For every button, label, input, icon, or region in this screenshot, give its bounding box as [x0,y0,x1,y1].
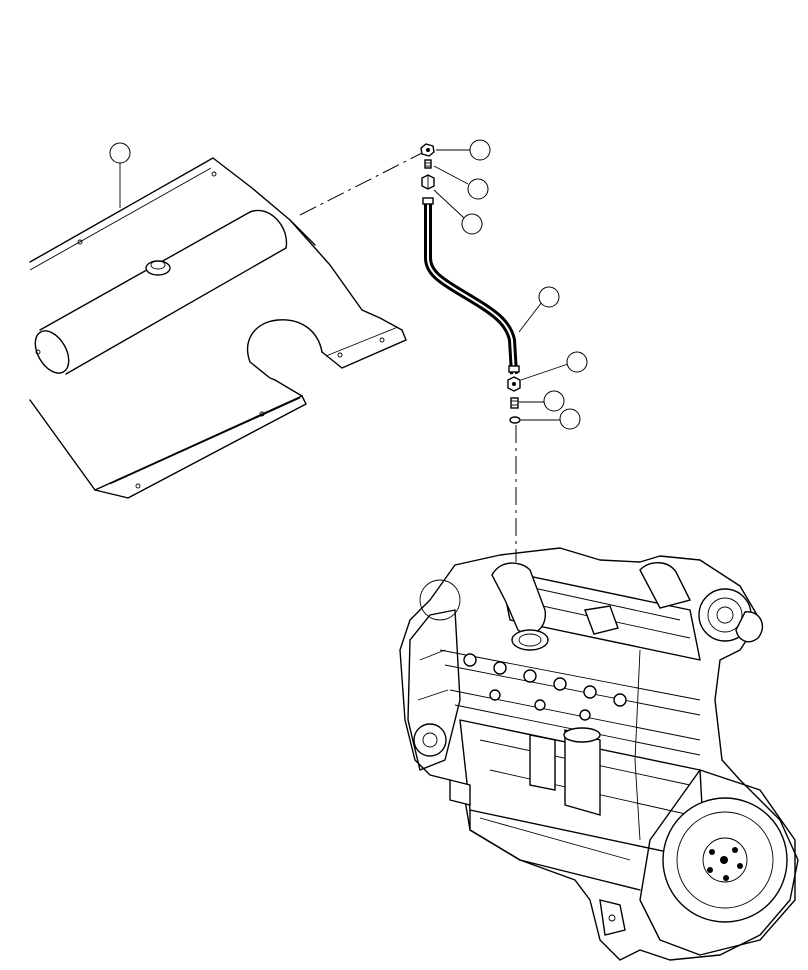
callout-3 [467,178,489,200]
callout-5 [538,286,560,308]
callout-1 [109,142,131,164]
lower-fitting-bolt [510,397,519,409]
banjo-fitting [420,143,435,157]
callout-2 [469,139,491,161]
callout-7 [543,390,565,412]
engine-assembly [399,547,799,961]
breather-hose [422,197,520,375]
callout-6 [566,351,588,373]
sealing-washer [509,416,521,424]
hose-nut [421,174,435,190]
callout-4 [461,213,483,235]
centerline-shield-to-fitting [299,151,425,216]
heat-shield [29,157,407,499]
banjo-bolt [424,159,432,169]
lower-hose-nut [507,376,521,392]
callout-8 [559,408,581,430]
